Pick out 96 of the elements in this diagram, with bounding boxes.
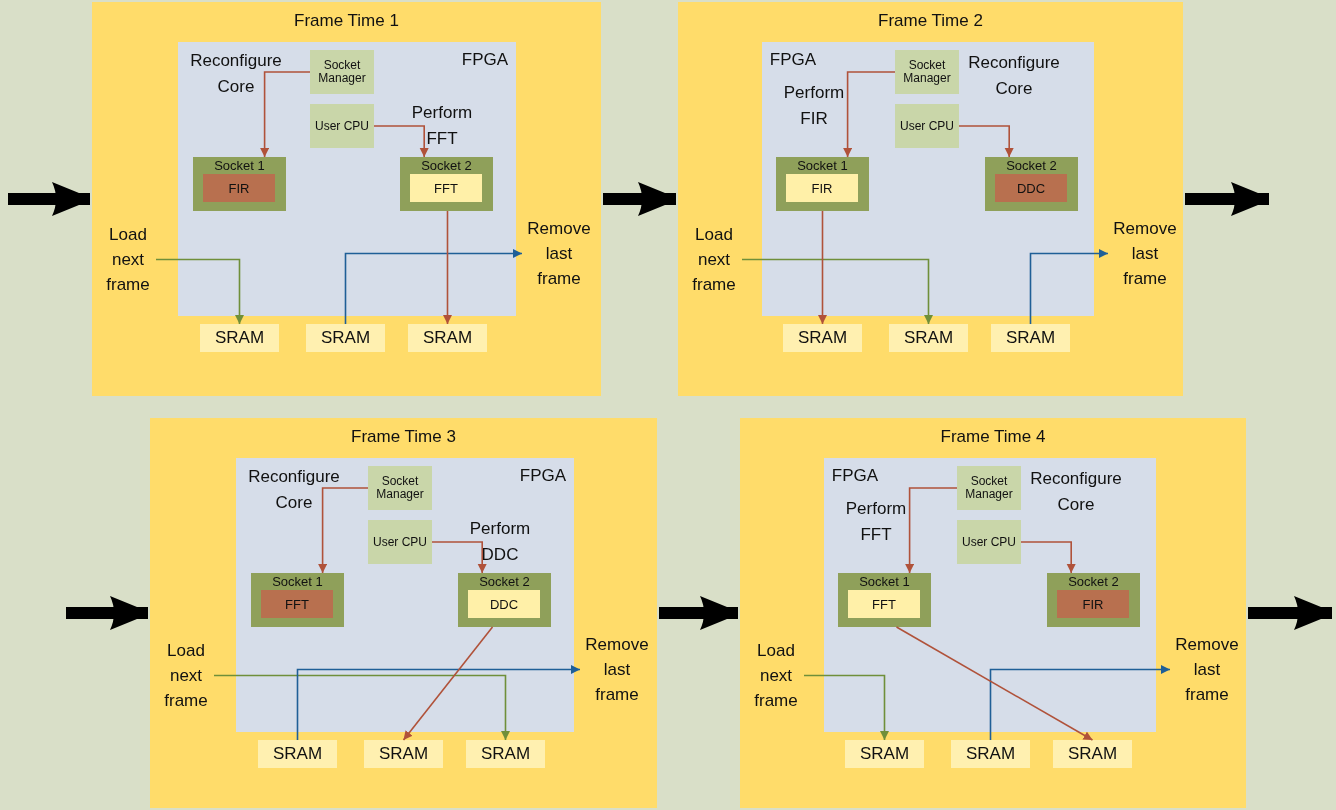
fpga-label: Reconfigure Core — [247, 466, 341, 514]
frame-title: Frame Time 2 — [877, 11, 984, 31]
fpga-block — [178, 42, 516, 316]
processor-box: Socket Manager — [957, 466, 1021, 510]
socket-box — [838, 573, 931, 627]
memory-box: SRAM — [364, 740, 443, 768]
processor-box: User CPU — [957, 520, 1021, 564]
arrow — [260, 71, 311, 158]
arrow — [402, 626, 494, 741]
step-label: Load next frame — [100, 222, 156, 297]
fpga-label: Perform FIR — [782, 82, 846, 130]
arrow — [958, 125, 1014, 158]
socket-box — [1047, 573, 1140, 627]
socket-box — [776, 157, 869, 211]
socket-label: Socket 1 — [858, 574, 911, 589]
memory-box: SRAM — [466, 740, 545, 768]
arrow — [344, 249, 523, 325]
arrow — [296, 665, 581, 741]
memory-box: SRAM — [783, 324, 862, 352]
arrow — [843, 71, 896, 158]
fpga-label: FPGA — [518, 465, 568, 487]
socket-box — [400, 157, 493, 211]
arrow — [443, 210, 452, 325]
memory-box: SRAM — [408, 324, 487, 352]
frame-panel — [740, 418, 1246, 808]
socket-box — [458, 573, 551, 627]
processor-box: Socket Manager — [368, 466, 432, 510]
arrow — [741, 258, 933, 325]
arrow — [1029, 249, 1109, 325]
fpga-label: Reconfigure Core — [1029, 468, 1123, 516]
socket-box — [193, 157, 286, 211]
processor-box: Socket Manager — [310, 50, 374, 94]
step-label: Load next frame — [748, 638, 804, 713]
core-box: FFT — [848, 590, 920, 618]
core-box: DDC — [468, 590, 540, 618]
memory-box: SRAM — [258, 740, 337, 768]
frame-panel — [92, 2, 601, 396]
socket-label: Socket 2 — [420, 158, 473, 173]
memory-box: SRAM — [306, 324, 385, 352]
socket-label: Socket 1 — [213, 158, 266, 173]
arrow — [318, 487, 369, 574]
socket-box — [985, 157, 1078, 211]
frame-panel — [150, 418, 657, 808]
fpga-block — [824, 458, 1156, 732]
memory-box: SRAM — [200, 324, 279, 352]
step-label: Remove last frame — [1170, 632, 1244, 707]
frame-panel — [678, 2, 1183, 396]
socket-label: Socket 2 — [1005, 158, 1058, 173]
fpga-block — [236, 458, 574, 732]
arrow — [818, 210, 827, 325]
core-box: FIR — [1057, 590, 1129, 618]
socket-box — [251, 573, 344, 627]
arrow — [155, 258, 244, 325]
processor-box: User CPU — [895, 104, 959, 148]
fpga-label: FPGA — [768, 49, 818, 71]
memory-box: SRAM — [889, 324, 968, 352]
core-box: FFT — [410, 174, 482, 202]
arrow — [213, 674, 510, 741]
step-label: Load next frame — [686, 222, 742, 297]
memory-box: SRAM — [951, 740, 1030, 768]
frame-title: Frame Time 4 — [939, 427, 1047, 447]
socket-label: Socket 1 — [271, 574, 324, 589]
arrow — [803, 674, 889, 741]
step-label: Remove last frame — [580, 632, 654, 707]
processor-box: User CPU — [310, 104, 374, 148]
socket-label: Socket 1 — [796, 158, 849, 173]
processor-box: Socket Manager — [895, 50, 959, 94]
fpga-label: FPGA — [460, 49, 510, 71]
fpga-label: Reconfigure Core — [189, 50, 283, 98]
frame-title: Frame Time 1 — [293, 11, 400, 31]
step-label: Remove last frame — [522, 216, 596, 291]
arrow — [895, 626, 1094, 741]
processor-box: User CPU — [368, 520, 432, 564]
memory-box: SRAM — [845, 740, 924, 768]
socket-label: Socket 2 — [478, 574, 531, 589]
arrow — [989, 665, 1171, 741]
arrow — [905, 487, 958, 574]
socket-label: Socket 2 — [1067, 574, 1120, 589]
fpga-label: Perform FFT — [844, 498, 908, 546]
arrow — [1020, 541, 1076, 574]
arrow — [373, 125, 429, 158]
fpga-label: Perform DDC — [468, 518, 532, 566]
frame-title: Frame Time 3 — [350, 427, 457, 447]
fpga-block — [762, 42, 1094, 316]
arrow — [431, 541, 487, 574]
core-box: FIR — [786, 174, 858, 202]
fpga-label: FPGA — [830, 465, 880, 487]
fpga-label: Perform FFT — [410, 102, 474, 150]
fpga-label: Reconfigure Core — [967, 52, 1061, 100]
step-label: Remove last frame — [1108, 216, 1182, 291]
step-label: Load next frame — [158, 638, 214, 713]
memory-box: SRAM — [991, 324, 1070, 352]
core-box: FIR — [203, 174, 275, 202]
memory-box: SRAM — [1053, 740, 1132, 768]
core-box: FFT — [261, 590, 333, 618]
core-box: DDC — [995, 174, 1067, 202]
